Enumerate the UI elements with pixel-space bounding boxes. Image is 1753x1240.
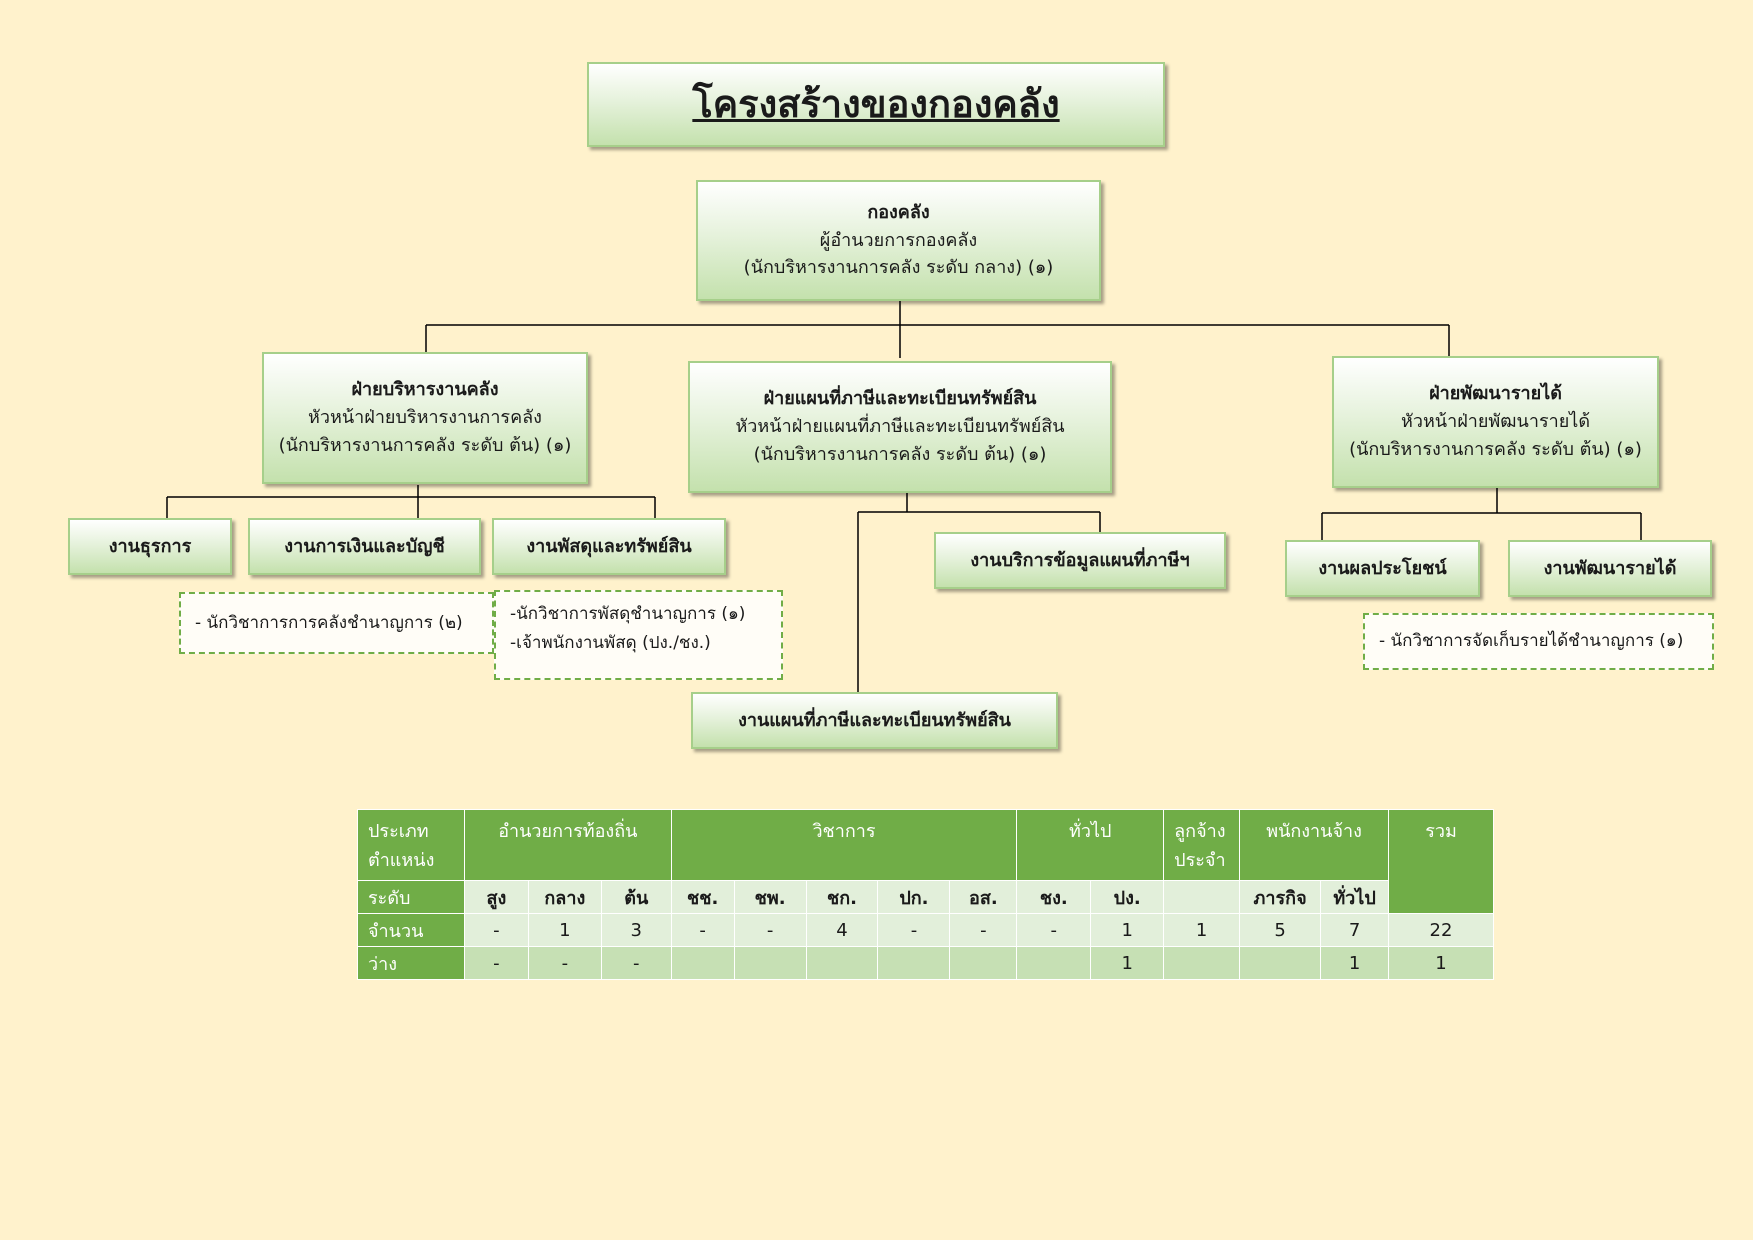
table-cell: - (527, 946, 602, 980)
table-cell: 3 (600, 913, 672, 947)
table-level-cell: ปง. (1090, 880, 1165, 914)
table-cell: - (1016, 913, 1092, 947)
division-position: หัวหน้าฝ่ายแผนที่ภาษีและทะเบียนทรัพย์สิน (735, 416, 1065, 438)
table-header-employee: ลูกจ้างประจำ (1163, 809, 1241, 881)
division-name: ฝ่ายบริหารงานคลัง (351, 379, 499, 401)
table-cell (733, 946, 807, 980)
table-row-label: ว่าง (357, 946, 465, 980)
division-revenue-box: ฝ่ายพัฒนารายได้ หัวหน้าฝ่ายพัฒนารายได้ (… (1332, 356, 1659, 488)
division-tax-map-box: ฝ่ายแผนที่ภาษีและทะเบียนทรัพย์สิน หัวหน้… (688, 361, 1112, 493)
table-level-cell: ต้น (600, 880, 672, 914)
table-level-row: ระดับ สูง กลาง ต้น ชช. ชพ. ชก. ปก. อส. ช… (357, 880, 1494, 914)
table-cell (805, 946, 879, 980)
table-cell: 7 (1320, 913, 1390, 947)
staff-note-line: - นักวิชาการจัดเก็บรายได้ชำนาญการ (๑) (1379, 631, 1684, 652)
table-cell (1016, 946, 1092, 980)
unit-label: งานธุรการ (108, 535, 192, 557)
table-header-admin: อำนวยการท้องถิ่น (463, 809, 672, 881)
table-cell: 1 (1090, 913, 1165, 947)
table-cell: 1 (1320, 946, 1390, 980)
table-cell: - (463, 946, 529, 980)
division-rank: (นักบริหารงานการคลัง ระดับ ต้น) (๑) (1349, 438, 1642, 460)
page-title-box: โครงสร้างของกองคลัง (587, 62, 1165, 147)
root-box: กองคลัง ผู้อำนวยการกองคลัง (นักบริหารงาน… (696, 180, 1101, 301)
unit-label: งานพัฒนารายได้ (1543, 557, 1677, 579)
table-header-academic: วิชาการ (670, 809, 1018, 881)
table-row-label: จำนวน (357, 913, 465, 947)
table-level-cell: ชช. (670, 880, 735, 914)
unit-label: งานพัสดุและทรัพย์สิน (526, 535, 692, 557)
unit-label: งานบริการข้อมูลแผนที่ภาษีฯ (970, 549, 1190, 571)
table-cell (1163, 946, 1241, 980)
table-cell: - (600, 946, 672, 980)
unit-label: งานแผนที่ภาษีและทะเบียนทรัพย์สิน (738, 709, 1011, 731)
table-cell: - (463, 913, 529, 947)
division-name: ฝ่ายแผนที่ภาษีและทะเบียนทรัพย์สิน (763, 388, 1037, 410)
table-header-row: ประเภทตำแหน่ง อำนวยการท้องถิ่น วิชาการ ท… (357, 809, 1494, 914)
division-finance-admin-box: ฝ่ายบริหารงานคลัง หัวหน้าฝ่ายบริหารงานกา… (262, 352, 588, 484)
division-rank: (นักบริหารงานการคลัง ระดับ ต้น) (๑) (753, 443, 1047, 465)
table-cell: - (670, 913, 735, 947)
unit-box: งานแผนที่ภาษีและทะเบียนทรัพย์สิน (691, 692, 1058, 749)
table-cell (1239, 946, 1322, 980)
table-cell: 5 (1239, 913, 1322, 947)
table-header-total: รวม (1388, 809, 1494, 914)
staff-note-line: -นักวิชาการพัสดุชำนาญการ (๑) (510, 604, 746, 624)
table-header-general: ทั่วไป (1016, 809, 1165, 881)
table-cell-total: 1 (1388, 946, 1494, 980)
root-position: ผู้อำนวยการกองคลัง (819, 229, 978, 251)
division-position: หัวหน้าฝ่ายบริหารงานการคลัง (308, 407, 542, 429)
division-position: หัวหน้าฝ่ายพัฒนารายได้ (1400, 411, 1591, 433)
table-row-vacant: ว่าง - - - 1 1 1 (357, 946, 1494, 980)
root-name: กองคลัง (867, 201, 930, 223)
table-level-cell: อส. (949, 880, 1018, 914)
table-level-cell: ภารกิจ (1239, 880, 1322, 914)
staff-note-line: -เจ้าพนักงานพัสดุ (ปง./ชง.) (510, 632, 711, 653)
unit-box: งานพัฒนารายได้ (1508, 540, 1712, 597)
unit-box: งานผลประโยชน์ (1285, 540, 1480, 597)
unit-box: งานธุรการ (68, 518, 232, 575)
table-row-count: จำนวน - 1 3 - - 4 - - - 1 1 5 7 22 (357, 913, 1494, 947)
table-cell: - (877, 913, 951, 947)
table-header-type: ประเภทตำแหน่ง (357, 809, 465, 881)
table-cell: - (733, 913, 807, 947)
unit-box: งานพัสดุและทรัพย์สิน (492, 518, 726, 575)
table-cell-total: 22 (1388, 913, 1494, 947)
table-cell (670, 946, 735, 980)
staffing-table: ประเภทตำแหน่ง อำนวยการท้องถิ่น วิชาการ ท… (357, 809, 1494, 980)
table-level-label: ระดับ (357, 880, 465, 914)
table-cell (949, 946, 1018, 980)
table-level-cell: ชก. (805, 880, 879, 914)
table-cell: - (949, 913, 1018, 947)
table-header-contract: พนักงานจ้าง (1239, 809, 1390, 881)
unit-box: งานบริการข้อมูลแผนที่ภาษีฯ (934, 532, 1226, 589)
table-level-cell: ปก. (877, 880, 951, 914)
staff-note-line: - นักวิชาการการคลังชำนาญการ (๒) (195, 612, 463, 633)
page-title: โครงสร้างของกองคลัง (692, 82, 1060, 127)
table-level-cell: สูง (463, 880, 529, 914)
root-rank: (นักบริหารงานการคลัง ระดับ กลาง) (๑) (743, 257, 1054, 279)
table-level-cell (1163, 880, 1241, 914)
unit-label: งานผลประโยชน์ (1318, 557, 1447, 579)
division-name: ฝ่ายพัฒนารายได้ (1429, 383, 1562, 405)
table-cell: 1 (1163, 913, 1241, 947)
table-cell: 4 (805, 913, 879, 947)
division-rank: (นักบริหารงานการคลัง ระดับ ต้น) (๑) (278, 434, 572, 456)
table-cell: 1 (1090, 946, 1165, 980)
table-cell (877, 946, 951, 980)
unit-box: งานการเงินและบัญชี (248, 518, 481, 575)
table-level-cell: ชง. (1016, 880, 1092, 914)
unit-label: งานการเงินและบัญชี (284, 535, 445, 557)
staff-note: - นักวิชาการการคลังชำนาญการ (๒) (179, 592, 494, 654)
table-level-cell: ทั่วไป (1320, 880, 1390, 914)
table-level-cell: ชพ. (733, 880, 807, 914)
table-level-cell: กลาง (527, 880, 602, 914)
table-cell: 1 (527, 913, 602, 947)
staff-note: -นักวิชาการพัสดุชำนาญการ (๑) -เจ้าพนักงา… (494, 590, 783, 680)
staff-note: - นักวิชาการจัดเก็บรายได้ชำนาญการ (๑) (1363, 613, 1714, 670)
